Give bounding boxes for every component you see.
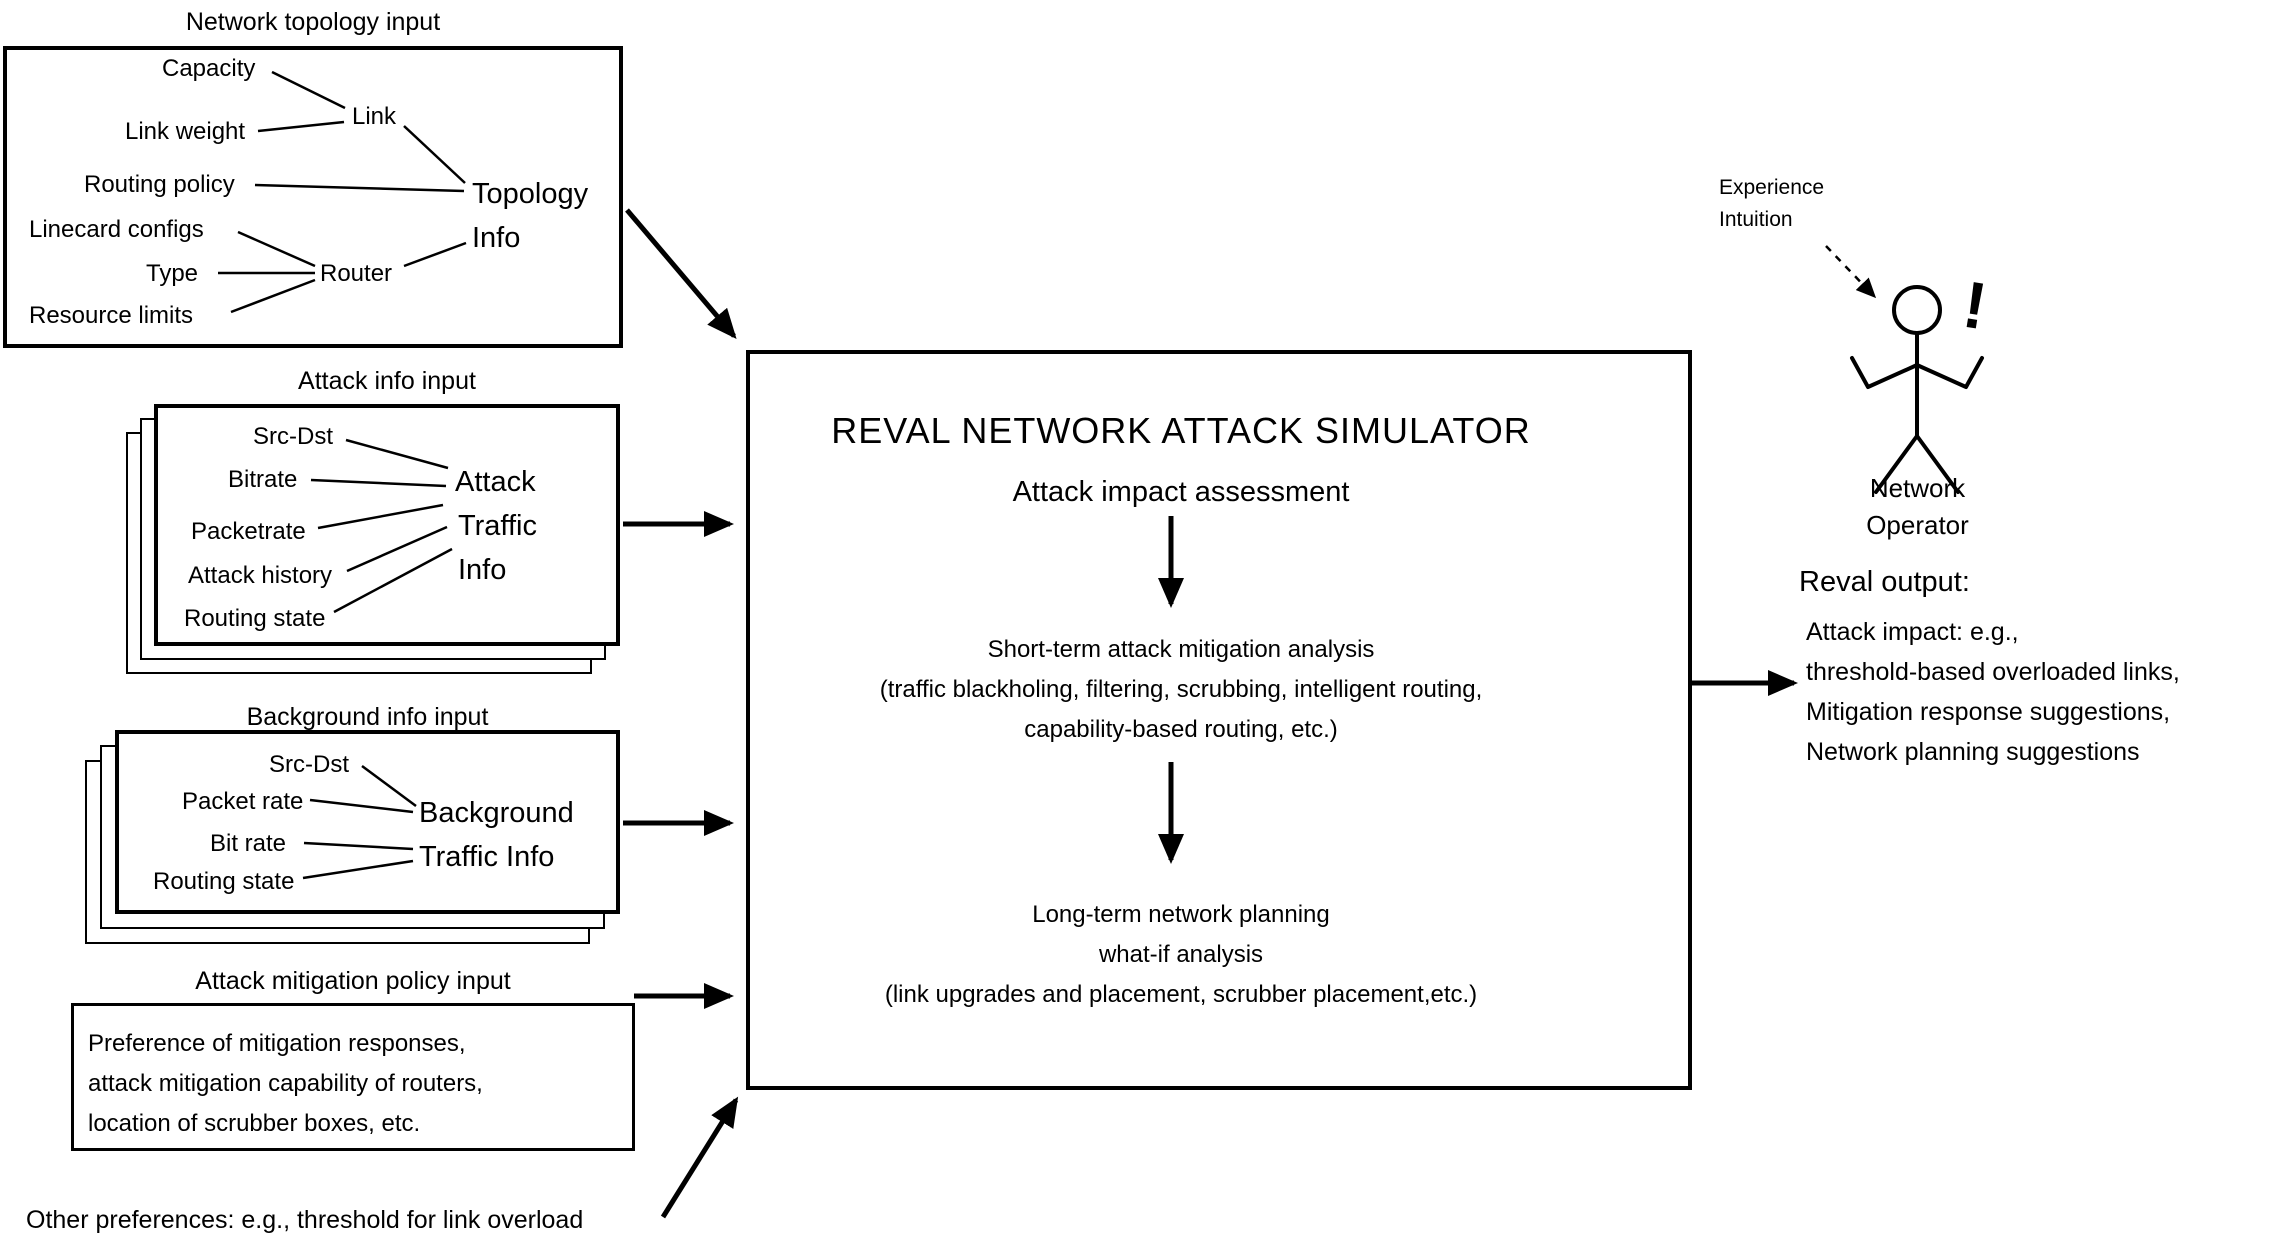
attack-tree-lines [310, 438, 453, 614]
mitigation-body: Preference of mitigation responses, atta… [88, 1024, 483, 1144]
mitigation-line: Preference of mitigation responses, [88, 1030, 466, 1057]
topology-leaf-linecard-configs: Linecard configs [29, 216, 204, 243]
attack-root-line3: Info [458, 554, 507, 586]
annotation-line: Experience [1719, 176, 1825, 199]
figure-left-arm [1850, 356, 1919, 389]
other-preferences-note: Other preferences: e.g., threshold for l… [26, 1206, 584, 1234]
attack-leaf-src-dst: Src-Dst [253, 423, 333, 450]
mitigation-input-box [71, 1003, 635, 1151]
annotation-line: Intuition [1719, 208, 1793, 231]
mitigation-input-title: Attack mitigation policy input [195, 967, 511, 995]
figure-head [1892, 285, 1942, 335]
simulator-title: REVAL NETWORK ATTACK SIMULATOR [831, 410, 1531, 451]
attack-leaf-bitrate: Bitrate [228, 466, 298, 493]
background-tree-lines [302, 764, 417, 880]
topology-leaf-type: Type [146, 260, 199, 287]
experience-dashed-arrow [1825, 245, 1877, 299]
background-leaf-routing-state: Routing state [153, 868, 295, 895]
topology-root-line1: Topology [472, 178, 589, 210]
simulator-short-term: Short-term attack mitigation analysis (t… [746, 630, 1616, 750]
attack-root-line1: Attack [455, 466, 536, 498]
reval-output-line: Mitigation response suggestions, [1806, 698, 2171, 726]
background-input-box [115, 730, 620, 914]
background-leaf-bit-rate: Bit rate [210, 830, 287, 857]
short-term-line: capability-based routing, etc.) [1024, 716, 1338, 743]
experience-intuition-note: Experience Intuition [1719, 172, 1824, 236]
network-operator-label: Network Operator [1840, 470, 1995, 544]
long-term-line: (link upgrades and placement, scrubber p… [884, 981, 1478, 1008]
attack-leaf-routing-state: Routing state [184, 605, 326, 632]
simulator-long-term: Long-term network planning what-if analy… [746, 895, 1616, 1015]
reval-output-title: Reval output: [1799, 566, 1970, 598]
attack-input-title: Attack info input [298, 367, 476, 395]
network-operator-icon [1850, 285, 1984, 494]
mitigation-line: attack mitigation capability of routers, [88, 1070, 483, 1097]
topology-input-title: Network topology input [185, 8, 441, 36]
topology-node-link: Link [352, 103, 397, 130]
background-leaf-packet-rate: Packet rate [182, 788, 304, 815]
topology-node-router: Router [320, 260, 393, 287]
topology-leaf-resource-limits: Resource limits [29, 302, 194, 329]
figure-right-leg [1915, 434, 1960, 494]
long-term-line: what-if analysis [1098, 941, 1264, 968]
background-leaf-src-dst: Src-Dst [269, 751, 349, 778]
mitigation-line: location of scrubber boxes, etc. [88, 1110, 421, 1137]
reval-output-line: threshold-based overloaded links, [1806, 658, 2180, 686]
operator-label-line: Network [1869, 473, 1966, 503]
background-root-line2: Traffic Info [419, 841, 555, 873]
background-input-title: Background info input [246, 703, 489, 731]
short-term-line: Short-term attack mitigation analysis [987, 636, 1375, 663]
simulator-assessment: Attack impact assessment [1012, 476, 1350, 508]
long-term-line: Long-term network planning [1032, 901, 1330, 928]
short-term-line: (traffic blackholing, filtering, scrubbi… [879, 676, 1483, 703]
topology-root-line2: Info [472, 222, 521, 254]
figure-left-leg [1874, 434, 1919, 494]
arrow-preferences-to-simulator [660, 1096, 739, 1219]
flow-arrows [623, 208, 1798, 1219]
attack-input-box [154, 404, 620, 646]
topology-leaf-routing-policy: Routing policy [84, 171, 235, 198]
attack-leaf-attack-history: Attack history [188, 562, 333, 589]
arrow-topology-to-simulator [625, 208, 737, 340]
background-root-line1: Background [419, 797, 574, 829]
topology-tree-lines [218, 70, 467, 314]
reval-output-line: Network planning suggestions [1806, 738, 2140, 766]
topology-leaf-capacity: Capacity [162, 55, 256, 82]
reval-output-list: Attack impact: e.g., threshold-based ove… [1806, 612, 2180, 772]
attack-leaf-packetrate: Packetrate [191, 518, 306, 545]
simulator-box [746, 350, 1692, 1090]
topology-input-box [3, 46, 623, 348]
reval-output-line: Attack impact: e.g., [1806, 618, 2019, 646]
operator-label-line: Operator [1866, 510, 1969, 540]
figure-right-arm [1915, 356, 1984, 389]
topology-leaf-link-weight: Link weight [125, 118, 246, 145]
attack-root-line2: Traffic [458, 510, 537, 542]
